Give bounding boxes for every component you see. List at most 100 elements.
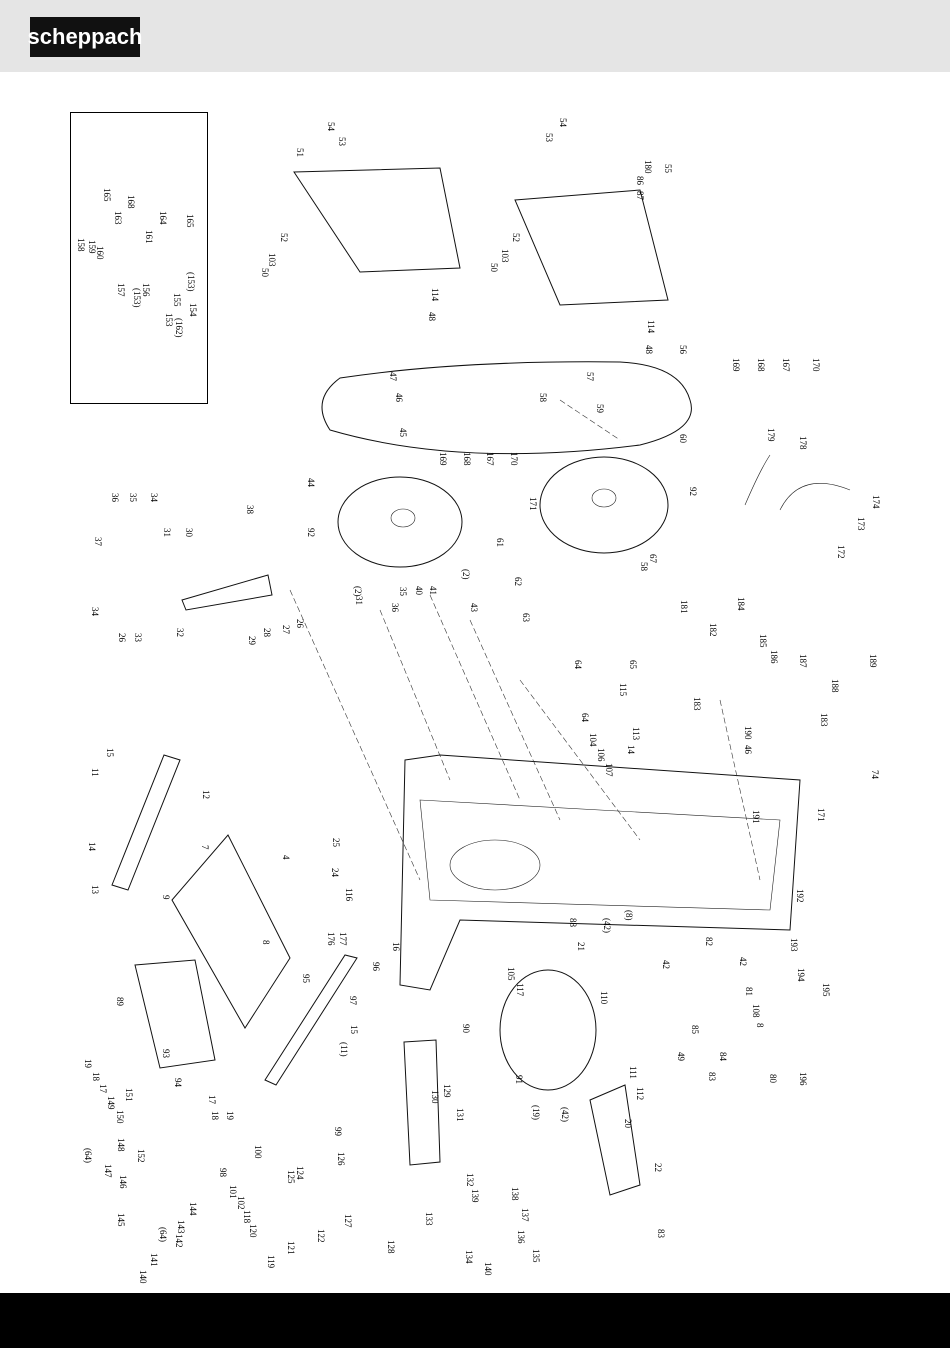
part-number-label: 192 xyxy=(795,889,805,903)
part-number-label: 138 xyxy=(510,1187,520,1201)
part-number-label: 64 xyxy=(573,660,583,670)
part-number-label: 53 xyxy=(337,137,347,147)
part-number-label: 62 xyxy=(513,577,523,586)
part-number-label: 186 xyxy=(769,650,779,664)
part-number-label: 43 xyxy=(469,603,479,613)
part-number-label: 100 xyxy=(253,1145,263,1159)
part-number-label: 46 xyxy=(394,393,404,403)
part-number-label: (8) xyxy=(624,910,634,921)
part-number-label: 52 xyxy=(279,233,289,242)
part-number-label: 158 xyxy=(76,238,86,252)
part-number-label: 193 xyxy=(789,938,799,952)
assembly-line xyxy=(469,619,561,821)
part-number-label: 191 xyxy=(751,810,761,824)
part-number-label: 144 xyxy=(188,1202,198,1216)
part-number-label: 34 xyxy=(90,607,100,617)
part-number-label: 170 xyxy=(509,452,519,466)
part-number-label: 140 xyxy=(483,1262,493,1276)
table-insert xyxy=(403,1039,441,1166)
part-number-label: 153 xyxy=(164,313,174,327)
part-number-label: 169 xyxy=(438,452,448,466)
part-number-label: 63 xyxy=(521,613,531,623)
part-number-label: 36 xyxy=(390,603,400,613)
part-number-label: 194 xyxy=(796,968,806,982)
part-number-label: 35 xyxy=(398,587,408,597)
part-number-label: 51 xyxy=(295,148,305,157)
part-number-label: 136 xyxy=(516,1230,526,1244)
part-number-label: 179 xyxy=(766,428,776,442)
part-number-label: 89 xyxy=(115,997,125,1007)
part-number-label: 170 xyxy=(811,358,821,372)
part-number-label: 108 xyxy=(751,1004,761,1018)
part-number-label: 37 xyxy=(93,537,103,547)
part-number-label: 116 xyxy=(344,888,354,902)
part-number-label: (2) xyxy=(353,586,363,597)
part-number-label: 57 xyxy=(585,372,595,382)
part-number-label: 61 xyxy=(495,538,505,547)
part-number-label: 81 xyxy=(744,987,754,996)
brand-logo: scheppach xyxy=(28,17,142,57)
part-number-label: 42 xyxy=(738,957,748,966)
part-number-label: 42 xyxy=(661,960,671,969)
part-number-label: 132 xyxy=(465,1173,475,1187)
part-number-label: 31 xyxy=(354,596,364,605)
lower-wheel-left xyxy=(337,476,463,568)
part-number-label: 139 xyxy=(470,1189,480,1203)
part-number-label: 20 xyxy=(623,1119,633,1129)
part-number-label: (42) xyxy=(602,918,612,933)
part-number-label: 15 xyxy=(349,1025,359,1035)
part-number-label: 188 xyxy=(830,679,840,693)
part-number-label: 149 xyxy=(106,1096,116,1110)
part-number-label: 154 xyxy=(188,303,198,317)
part-number-label: 113 xyxy=(631,727,641,741)
part-number-label: 30 xyxy=(184,528,194,538)
part-number-label: 25 xyxy=(331,838,341,848)
part-number-label: 92 xyxy=(688,487,698,496)
assembly-line xyxy=(559,399,621,441)
part-number-label: 168 xyxy=(756,358,766,372)
part-number-label: 41 xyxy=(428,586,438,595)
part-number-label: 64 xyxy=(580,713,590,723)
part-number-label: 44 xyxy=(306,478,316,488)
part-number-label: 99 xyxy=(333,1127,343,1137)
part-number-label: 183 xyxy=(692,697,702,711)
part-number-label: 135 xyxy=(531,1249,541,1263)
part-number-label: 178 xyxy=(798,436,808,450)
part-number-label: 187 xyxy=(798,654,808,668)
assembly-line xyxy=(519,679,641,841)
assembly-line xyxy=(719,699,761,881)
part-number-label: 143 xyxy=(176,1220,186,1234)
part-number-label: 8 xyxy=(261,940,271,945)
part-number-label: 164 xyxy=(158,211,168,225)
part-number-label: 21 xyxy=(576,942,586,951)
part-number-label: 35 xyxy=(128,493,138,503)
part-number-label: 185 xyxy=(758,634,768,648)
part-number-label: 9 xyxy=(161,895,171,900)
part-number-label: 54 xyxy=(326,122,336,132)
part-number-label: 167 xyxy=(485,452,495,466)
part-number-label: 58 xyxy=(538,393,548,403)
saw-blade xyxy=(321,361,692,455)
part-number-label: 112 xyxy=(635,1087,645,1100)
part-number-label: 18 xyxy=(210,1111,220,1121)
part-number-label: 46 xyxy=(743,745,753,755)
part-number-label: 19 xyxy=(225,1111,235,1121)
part-number-label: (153) xyxy=(186,272,196,292)
part-number-label: 189 xyxy=(868,654,878,668)
part-number-label: 22 xyxy=(653,1163,663,1172)
part-number-label: 148 xyxy=(116,1138,126,1152)
part-number-label: 86 xyxy=(635,176,645,186)
part-number-label: 74 xyxy=(870,770,880,780)
part-number-label: 92 xyxy=(306,528,316,537)
upper-cover-right xyxy=(514,189,669,306)
part-number-label: 14 xyxy=(87,842,97,852)
part-number-label: 121 xyxy=(286,1241,296,1255)
part-number-label: 24 xyxy=(330,868,340,878)
part-number-label: 119 xyxy=(266,1255,276,1269)
part-number-label: 155 xyxy=(172,293,182,307)
part-number-label: 95 xyxy=(301,974,311,984)
part-number-label: 168 xyxy=(126,195,136,209)
part-number-label: 107 xyxy=(604,763,614,777)
